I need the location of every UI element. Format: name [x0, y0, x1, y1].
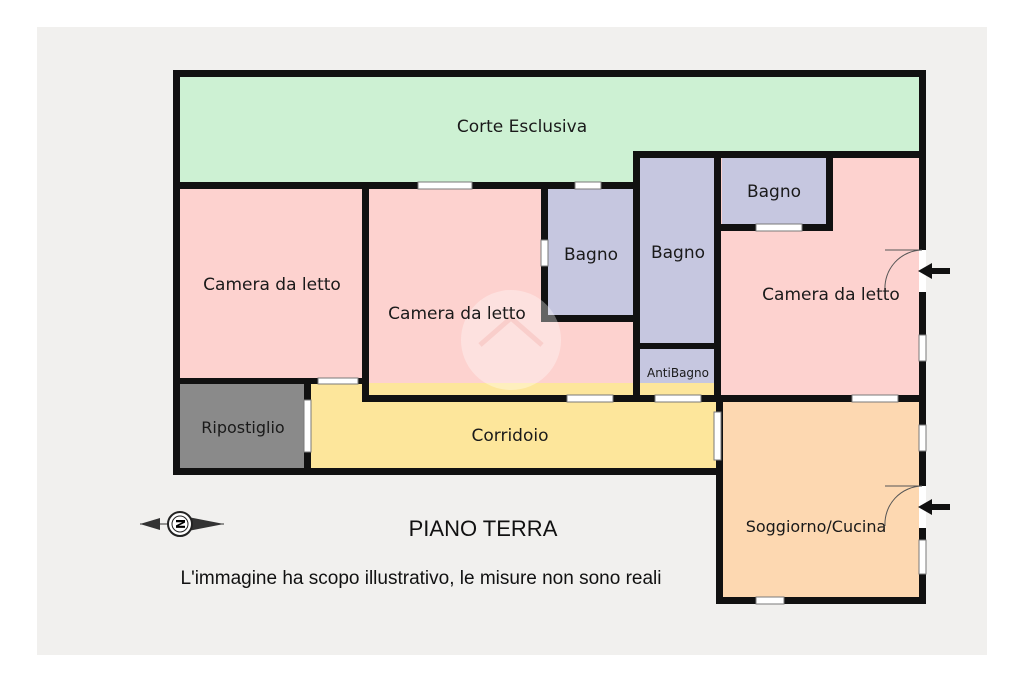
storage-label: Ripostiglio: [201, 418, 284, 437]
watermark-icon: [461, 290, 561, 390]
bedroom-center-label: Camera da letto: [388, 304, 526, 324]
storage-fill: [178, 381, 309, 470]
bath-tall-fill: [637, 155, 718, 345]
room-fills: [176, 74, 922, 600]
entrance-arrow-icon: [918, 263, 950, 279]
bath-tall-label: Bagno: [651, 243, 705, 263]
bath-right-fill: [722, 156, 830, 228]
openings: [303, 181, 927, 605]
living-label: Soggiorno/Cucina: [746, 517, 887, 536]
bedroom-left-fill: [178, 185, 366, 381]
bedroom-right-label: Camera da letto: [762, 285, 900, 305]
corte-label: Corte Esclusiva: [457, 117, 587, 137]
bath-small-label: Bagno: [564, 245, 618, 265]
compass-letter: N: [174, 519, 188, 529]
entrance-arrow-icon: [918, 499, 950, 515]
disclaimer-text: L'immagine ha scopo illustrativo, le mis…: [181, 568, 662, 589]
plan-title: PIANO TERRA: [409, 516, 558, 541]
corridor-label: Corridoio: [472, 426, 549, 446]
bath-right-label: Bagno: [747, 182, 801, 202]
living-fill: [720, 398, 922, 600]
antibagno-label: AntiBagno: [647, 366, 709, 380]
bath-small-fill: [546, 186, 635, 318]
bedroom-left-label: Camera da letto: [203, 275, 341, 295]
entrance-doors: [884, 249, 950, 528]
compass-icon: N: [140, 511, 224, 537]
